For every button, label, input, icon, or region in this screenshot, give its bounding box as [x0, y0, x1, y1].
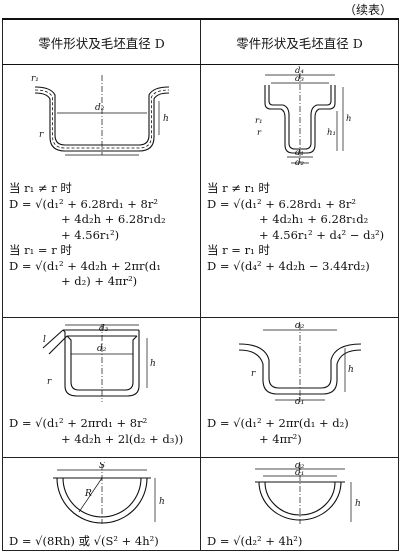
label-r: r — [251, 369, 256, 379]
row1-right-f1c: + 4.56r₁² + d₄² − d₃²) — [259, 227, 385, 242]
row1-right-cond1: 当 r ≠ r₁ 时 — [207, 181, 270, 195]
label-s: S — [99, 462, 105, 471]
row3-right-cell: d₂ d₁ h D = √(d₂² + 4h²) — [200, 457, 399, 551]
row2-right-f1a: D = √(d₁² + 2πr(d₁ + d₂) — [207, 416, 349, 430]
shape-blank-diameter-table: 零件形状及毛坯直径 D 零件形状及毛坯直径 D — [2, 18, 399, 551]
row1-left-cell: r₁ d₂ h r d₁ 当 r₁ ≠ r 时 D = √(d₁² + 6.28… — [2, 64, 201, 318]
label-d3: d₃ — [99, 324, 109, 334]
row2-right-cell: d₂ h r d₁ D = √(d₁² + 2πr(d₁ + d₂) + 4πr… — [200, 317, 399, 458]
label-d1: d₁ — [295, 148, 304, 158]
row1-left-f1b: + 4d₂h + 6.28r₁d₂ — [61, 212, 166, 226]
row3-left-cell: S R h D = √(8Rh) 或 √(S² + 4h²) — [2, 457, 201, 551]
row1-left-f2b: + d₂) + 4πr²) — [61, 274, 138, 288]
label-d1: d₁ — [295, 468, 304, 478]
row3-left-f1a: D = √(8Rh) 或 √(S² + 4h²) — [9, 534, 159, 548]
label-r1: r₁ — [255, 116, 262, 126]
hemisphere-figure: S R h — [52, 462, 165, 524]
row1-left-cond1: 当 r₁ ≠ r 时 — [9, 181, 72, 195]
label-d1: d₁ — [295, 397, 304, 404]
label-d2: d₂ — [295, 322, 305, 331]
row1-right-f1a: D = √(d₁² + 6.28rd₁ + 8r² — [207, 196, 356, 211]
header-col2: 零件形状及毛坯直径 D — [200, 18, 399, 65]
row1-right-f1b: + 4d₂h₁ + 6.28r₁d₂ — [259, 212, 369, 226]
label-r: r — [47, 377, 52, 387]
conical-flange-cup-figure: d₃ d₂ h r l — [42, 324, 156, 402]
row1-right-cell: d₄ d₃ r₁ h h₁ r d₁ d₂ 当 r ≠ r₁ 时 D = √(d… — [200, 64, 399, 318]
label-h: h — [159, 497, 165, 507]
row1-left-f2a: D = √(d₁² + 4d₂h + 2πr(d₁ — [9, 258, 161, 273]
continued-label: （续表） — [343, 3, 392, 17]
row1-left-cond2: 当 r₁ = r 时 — [9, 243, 72, 257]
row1-left-f1c: + 4.56r₁²) — [61, 227, 120, 242]
header-col1: 零件形状及毛坯直径 D — [2, 18, 201, 65]
flanged-hemisphere-figure: d₂ d₁ h — [254, 462, 361, 524]
label-d2: d₂ — [95, 103, 105, 113]
row1-right-cond2: 当 r = r₁ 时 — [207, 243, 270, 257]
curved-flange-cup-figure: d₂ h r d₁ — [238, 322, 361, 404]
flanged-cup-figure: r₁ d₂ h r d₁ — [31, 74, 169, 156]
label-d3: d₃ — [295, 74, 304, 84]
row2-right-f1b: + 4πr²) — [259, 431, 302, 446]
row1-left-f1a: D = √(d₁² + 6.28rd₁ + 8r² — [9, 196, 158, 211]
row1-right-f2a: D = √(d₄² + 4d₂h − 3.44rd₂) — [207, 258, 370, 273]
label-r: r — [257, 128, 262, 138]
label-r1: r₁ — [31, 74, 39, 84]
label-d2: d₂ — [295, 158, 304, 165]
label-h1: h₁ — [327, 128, 336, 138]
label-h: h — [346, 114, 351, 124]
label-d2: d₂ — [295, 462, 305, 471]
row3-right-f1a: D = √(d₂² + 4h²) — [207, 534, 303, 548]
label-h: h — [163, 114, 169, 124]
label-r: r — [39, 130, 44, 140]
row2-left-f1b: + 4d₂h + 2l(d₂ + d₃)) — [61, 431, 184, 446]
label-h: h — [355, 499, 361, 509]
label-l: l — [43, 335, 46, 345]
label-r-sphere: R — [84, 489, 92, 499]
label-h: h — [348, 365, 354, 375]
row2-left-f1a: D = √(d₁² + 2πrd₁ + 8r² — [9, 416, 148, 430]
stepped-cup-figure: d₄ d₃ r₁ h h₁ r d₁ d₂ — [255, 66, 351, 165]
row2-left-cell: d₃ d₂ h r l D = √(d₁² + 2πrd₁ + 8r² + 4d… — [2, 317, 201, 458]
label-d2: d₂ — [97, 344, 107, 354]
label-h: h — [150, 359, 156, 369]
label-d4: d₄ — [295, 66, 304, 76]
